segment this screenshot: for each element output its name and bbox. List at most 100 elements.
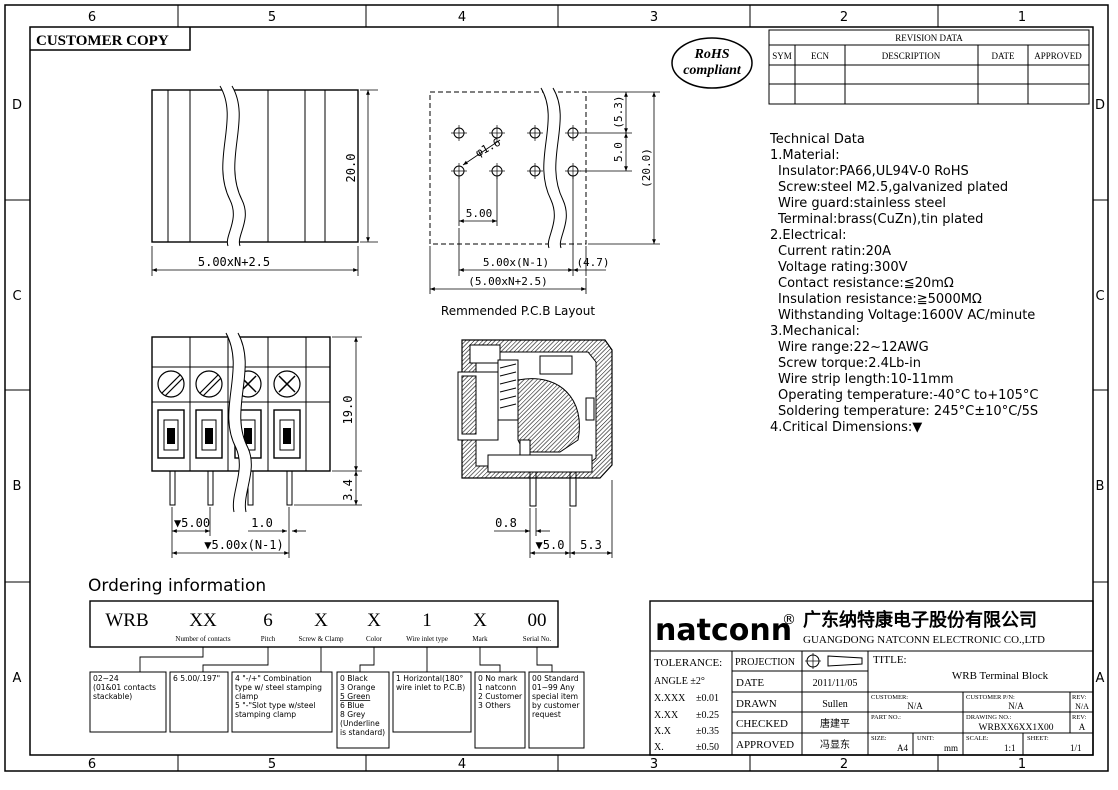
tech-withstanding-voltage: Withstanding Voltage:1600V AC/minute: [778, 308, 1035, 323]
label-screw-clamp: Screw & Clamp: [298, 635, 344, 643]
pcb-layout-drawing: φ1.6 5.00 5.00x(N-1) (4.7) (5.00xN+2.5) …: [429, 87, 660, 318]
opt-screw-3: 5 "-"Slot type w/steel: [235, 701, 315, 710]
opt-inlet-1: wire inlet to P.C.B): [396, 683, 465, 692]
pcb-holes: [451, 125, 581, 179]
zone-col-1-top: 1: [1018, 10, 1026, 25]
tolerance-xx-value: ±0.35: [696, 726, 719, 737]
opt-contacts-1: (01&01 contacts: [93, 683, 156, 692]
opt-color-6: is standard): [340, 728, 385, 737]
technical-data: Technical Data 1.Material: Insulator:PA6…: [769, 132, 1039, 435]
opt-mark-2: 2 Customer: [478, 692, 523, 701]
tech-heading: Technical Data: [769, 132, 865, 147]
border-frame: [4, 4, 1109, 772]
projection-label: PROJECTION: [735, 657, 795, 668]
zone-col-4-top: 4: [458, 10, 466, 25]
tolerance-xx-label: X.X: [654, 726, 672, 737]
opt-serial-0: 00 Standard: [532, 674, 579, 683]
drawn-value: Sullen: [822, 699, 848, 710]
drawing-no-value: WRBXX6XX1X00: [979, 723, 1054, 733]
opt-mark-3: 3 Others: [478, 701, 511, 710]
tech-wire-range: Wire range:22~12AWG: [778, 340, 929, 355]
tech-insulator: Insulator:PA66,UL94V-0 RoHS: [778, 164, 969, 179]
scale-value: 1:1: [1004, 743, 1016, 753]
label-wire-inlet: Wire inlet type: [406, 635, 448, 643]
pcb-row-dim: 5.0: [612, 142, 625, 162]
ordering-information: Ordering information WRB XX 6 X X 1 X 00…: [88, 576, 585, 749]
rev1-value: N/A: [1075, 702, 1089, 711]
zone-row-b-right: B: [1096, 479, 1105, 494]
pcb-edge-dim: (4.7): [576, 256, 609, 269]
zone-row-d-left: D: [12, 98, 22, 113]
rev1-label: REV:: [1072, 694, 1087, 701]
wire-entries: [157, 409, 301, 459]
rohs-text: RoHS: [693, 47, 729, 62]
zone-row-c-right: C: [1095, 289, 1104, 304]
tech-soldering-temp: Soldering temperature: 245°C±10°C/5S: [778, 404, 1038, 419]
ordering-title: Ordering information: [88, 576, 266, 596]
rohs-compliant-text: compliant: [683, 63, 742, 78]
opt-serial-1: 01~99 Any: [532, 683, 575, 692]
brand-logo: natconn: [655, 613, 792, 648]
date-value: 2011/11/05: [813, 678, 858, 689]
zone-col-6-top: 6: [88, 10, 96, 25]
opt-color-3: 6 Blue: [340, 701, 364, 710]
opt-screw-4: stamping clamp: [235, 710, 296, 719]
opt-color-0: 0 Black: [340, 674, 368, 683]
revision-header-sym: SYM: [772, 51, 792, 61]
zone-col-2-bottom: 2: [840, 757, 848, 772]
tech-contact-resistance: Contact resistance:≦20mΩ: [778, 276, 954, 291]
label-color: Color: [366, 635, 383, 643]
title-value: WRB Terminal Block: [952, 670, 1049, 682]
hole-diameter-dim: φ1.6: [473, 136, 503, 160]
top-width-dim: 5.00xN+2.5: [198, 255, 270, 269]
revision-header-approved: APPROVED: [1034, 51, 1082, 61]
company-name-en: GUANGDONG NATCONN ELECTRONIC CO.,LTD: [803, 634, 1045, 646]
revision-table: REVISION DATA SYM ECN DESCRIPTION DATE A…: [768, 29, 1090, 105]
title-block: natconn ® 广东纳特康电子股份有限公司 GUANGDONG NATCON…: [649, 600, 1094, 756]
pin-diameter-dim: 1.0: [251, 516, 273, 530]
opt-screw-1: type w/ steel stamping: [235, 683, 322, 692]
size-value: A4: [897, 743, 908, 753]
opt-serial-3: by customer: [532, 701, 580, 710]
tech-screw: Screw:steel M2.5,galvanized plated: [778, 180, 1008, 195]
tolerance-angle: ANGLE ±2°: [654, 676, 705, 687]
top-height-dim: 20.0: [344, 154, 358, 183]
opt-inlet-0: 1 Horizontal(180°: [396, 674, 463, 683]
part-no-label: PART NO.:: [871, 714, 901, 721]
opt-color-5: (Underline: [340, 719, 380, 728]
zone-row-b-left: B: [13, 479, 22, 494]
revision-header-ecn: ECN: [811, 51, 830, 61]
title-label: TITLE:: [873, 654, 907, 666]
opt-serial-4: request: [532, 710, 561, 719]
brand-registered: ®: [782, 612, 796, 628]
rohs-badge: RoHS compliant: [671, 37, 753, 89]
unit-label: UNIT:: [917, 735, 934, 742]
scale-label: SCALE:: [966, 735, 989, 742]
opt-mark-0: 0 No mark: [478, 674, 518, 683]
date-label: DATE: [736, 677, 764, 689]
top-view-drawing: 5.00xN+2.5 20.0: [151, 85, 378, 276]
label-contacts: Number of contacts: [175, 635, 230, 643]
tech-mechanical-heading: 3.Mechanical:: [770, 324, 860, 339]
front-view-drawing: 19.0 3.4 ▼5.00 1.0 ▼5.00x(N-1): [151, 332, 362, 558]
zone-col-2-top: 2: [840, 10, 848, 25]
tech-current: Current ratin:20A: [778, 244, 891, 259]
approved-value: 冯显东: [820, 738, 850, 751]
drawing-no-label: DRAWING NO.:: [966, 714, 1012, 721]
tech-critical-dims: 4.Critical Dimensions:▼: [770, 420, 922, 435]
tolerance-xxxx-label: X.XXX: [654, 693, 686, 704]
code-serial: 00: [528, 610, 547, 631]
side-pitch-dim: ▼5.0: [536, 538, 565, 552]
zone-col-3-bottom: 3: [650, 757, 658, 772]
customer-pn-value: N/A: [1008, 701, 1024, 711]
pcb-height-dim: (20.0): [640, 148, 653, 188]
drawn-label: DRAWN: [736, 698, 777, 710]
tech-insulation-resistance: Insulation resistance:≧5000MΩ: [778, 292, 982, 307]
opt-contacts-0: 02~24: [93, 674, 119, 683]
zone-row-d-right: D: [1095, 98, 1105, 113]
zone-row-a-left: A: [13, 671, 22, 686]
tech-screw-torque: Screw torque:2.4Lb-in: [778, 356, 921, 371]
tech-material-heading: 1.Material:: [770, 148, 840, 163]
tolerance-xxxx-value: ±0.01: [696, 693, 719, 704]
zone-col-4-bottom: 4: [458, 757, 466, 772]
